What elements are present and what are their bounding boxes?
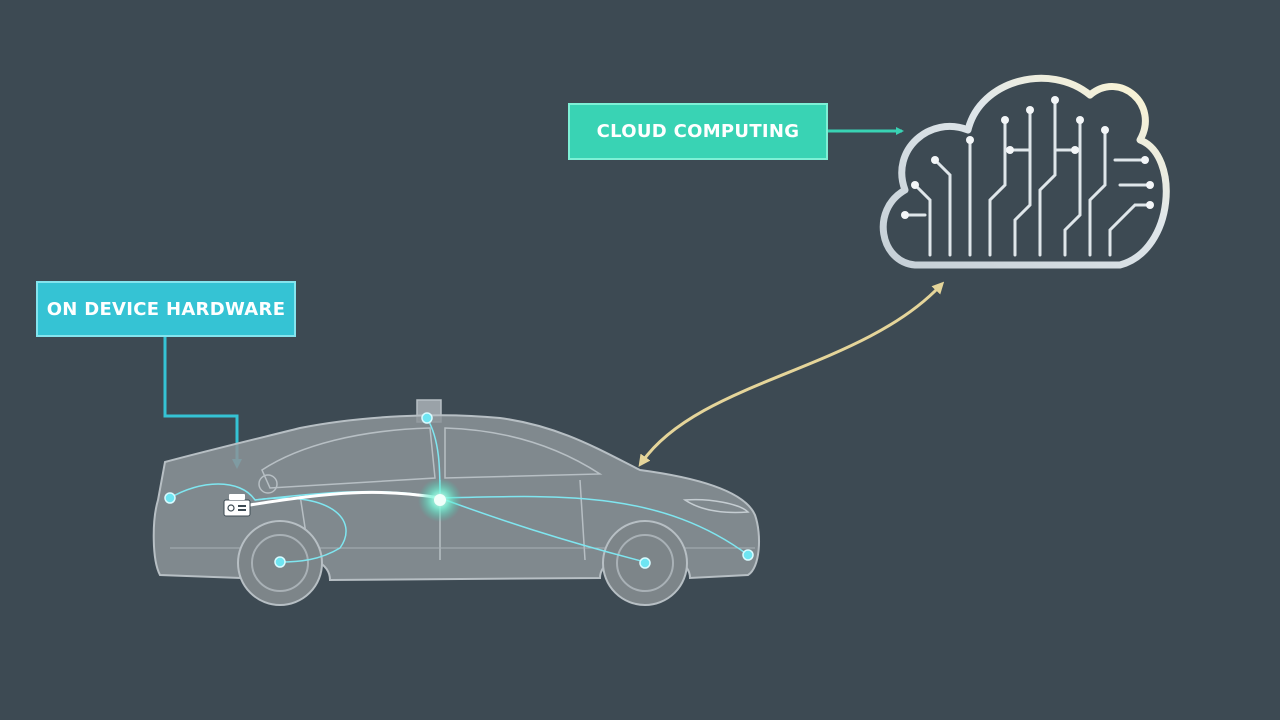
on-device-hardware-label-text: ON DEVICE HARDWARE	[46, 298, 286, 320]
compute-module-icon	[223, 494, 251, 517]
device-connector-arrow	[163, 337, 242, 469]
car-cloud-link-arrow	[638, 281, 945, 467]
circuit-cloud-icon	[879, 74, 1170, 269]
self-driving-car-icon	[152, 399, 760, 606]
cloud-computing-label-text: CLOUD COMPUTING	[596, 121, 800, 142]
cloud-computing-label: CLOUD COMPUTING	[568, 103, 828, 160]
on-device-hardware-label: ON DEVICE HARDWARE	[36, 281, 296, 337]
